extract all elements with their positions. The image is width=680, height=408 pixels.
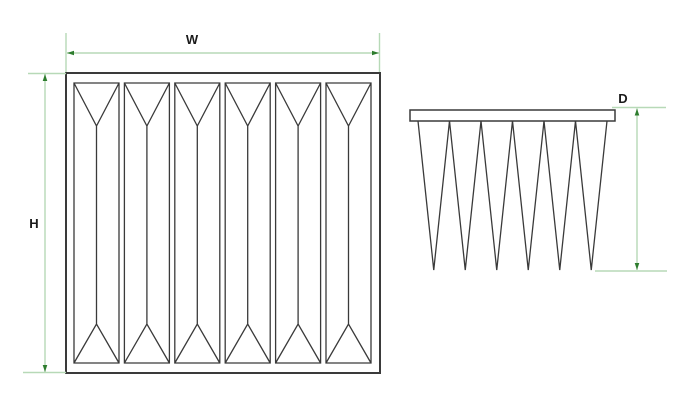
side-frame-bar <box>409 109 616 122</box>
width-dimension: W <box>65 32 381 72</box>
filter-pocket-profile <box>543 120 577 271</box>
width-label: W <box>186 32 199 47</box>
filter-panel <box>73 82 120 364</box>
filter-pocket-profile <box>448 120 482 271</box>
arrow-up-icon <box>634 108 640 116</box>
depth-label: D <box>618 91 627 106</box>
filter-panel <box>174 82 221 364</box>
height-label: H <box>29 216 38 231</box>
filter-panel <box>325 82 372 364</box>
filter-panel <box>274 82 322 364</box>
side-view <box>409 109 616 271</box>
filter-panel <box>123 82 171 364</box>
height-dimension: H <box>23 72 66 374</box>
front-frame-outline <box>65 72 381 374</box>
front-view <box>65 72 381 374</box>
depth-dimension: D <box>595 91 667 272</box>
filter-panel <box>224 82 271 364</box>
filter-pocket-profile <box>574 120 608 271</box>
arrow-down-icon <box>42 365 48 372</box>
filter-pocket-profile <box>417 120 451 271</box>
arrow-down-icon <box>634 263 640 270</box>
filter-pocket-profile <box>480 120 514 271</box>
arrow-right-icon <box>372 50 379 56</box>
arrow-up-icon <box>42 74 48 81</box>
filter-pocket-profile <box>511 120 545 271</box>
arrow-left-icon <box>67 50 74 56</box>
